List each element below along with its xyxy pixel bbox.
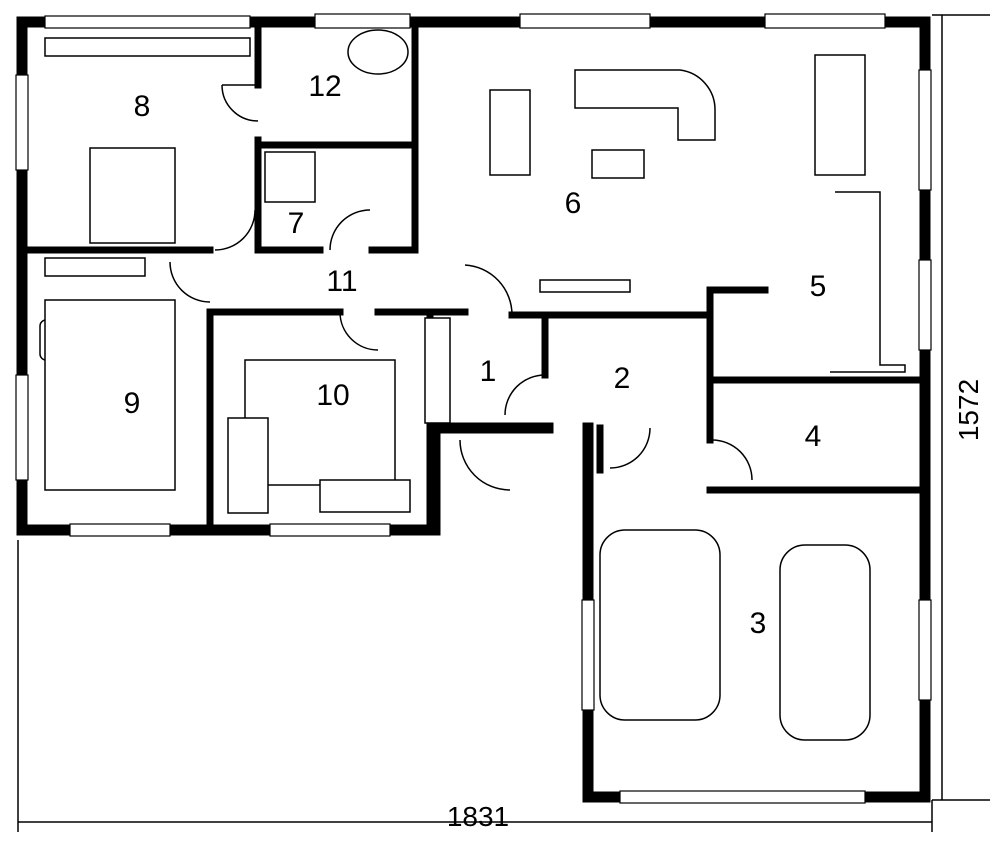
car xyxy=(599,529,721,721)
room-labels: 1 2 3 4 5 6 7 8 9 10 11 12 xyxy=(124,70,827,640)
width-dimension: 1831 xyxy=(447,801,509,832)
desk xyxy=(319,479,411,513)
closet xyxy=(424,317,451,424)
room-4-label: 4 xyxy=(805,420,822,453)
height-dimension: 1572 xyxy=(953,379,984,441)
desk xyxy=(227,417,269,514)
room-6-label: 6 xyxy=(565,187,582,220)
interior-walls xyxy=(18,18,929,534)
furniture xyxy=(39,29,906,741)
kitchen-counter xyxy=(830,191,906,373)
bathtub xyxy=(347,29,409,75)
room-8-label: 8 xyxy=(134,90,151,123)
wardrobe xyxy=(44,257,146,277)
car xyxy=(779,544,871,741)
room-7-label: 7 xyxy=(288,207,305,240)
room-9-label: 9 xyxy=(124,387,141,420)
table xyxy=(591,149,645,179)
tv xyxy=(539,279,631,293)
room-2-label: 2 xyxy=(614,362,631,395)
windows xyxy=(15,13,932,804)
dimension-lines: 1831 1572 xyxy=(17,14,990,832)
room-5-label: 5 xyxy=(810,270,827,303)
sofa xyxy=(489,89,531,176)
rug xyxy=(244,359,396,486)
room-1-label: 1 xyxy=(480,355,497,388)
room-3-label: 3 xyxy=(750,607,767,640)
doors xyxy=(169,84,753,491)
rug xyxy=(44,299,176,491)
room-12-label: 12 xyxy=(308,70,341,103)
dining-table xyxy=(814,54,866,176)
room-11-label: 11 xyxy=(326,265,357,298)
bed xyxy=(89,147,176,244)
room-10-label: 10 xyxy=(316,379,349,412)
wardrobe xyxy=(44,37,251,57)
shower xyxy=(264,151,316,203)
sofa xyxy=(574,69,716,141)
